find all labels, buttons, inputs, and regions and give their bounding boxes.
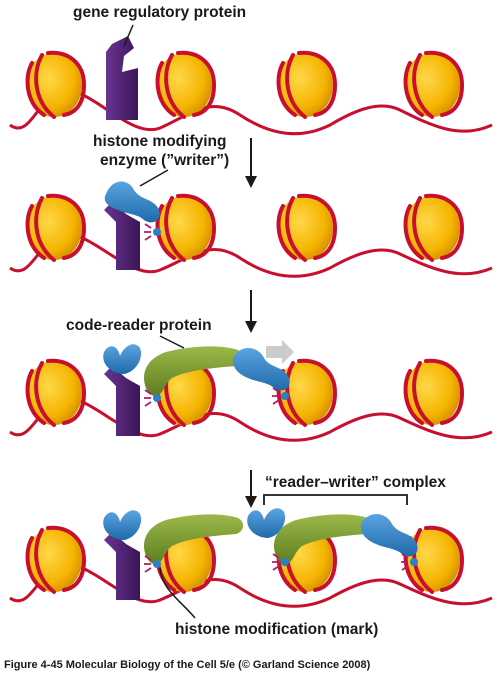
gene-regulatory-protein: [104, 532, 140, 600]
row-1: [9, 24, 493, 136]
nucleosome: [402, 358, 464, 427]
nucleosome: [275, 50, 337, 119]
label-histone-modification: histone modification (mark): [175, 621, 378, 638]
nucleosome: [24, 358, 86, 427]
histone-writer-enzyme: [360, 513, 418, 557]
label-writer-line2: enzyme (”writer”): [100, 152, 229, 169]
code-reader-protein: [144, 514, 244, 564]
nucleosome: [24, 50, 86, 119]
arrow-down-3: [245, 470, 257, 508]
spreading-arrow: [266, 340, 294, 364]
reader-blue-domain: [103, 344, 142, 374]
nucleosome: [275, 193, 337, 262]
arrow-down-1: [245, 138, 257, 188]
histone-writer-enzyme: [104, 181, 160, 223]
code-reader-protein: [144, 346, 244, 396]
label-writer-line1: histone modifying: [93, 133, 226, 150]
label-gene-regulatory-protein: gene regulatory protein: [73, 4, 246, 21]
nucleosome: [402, 50, 464, 119]
reader-blue-domain: [247, 508, 286, 538]
label-reader-writer-complex: “reader–writer” complex: [265, 474, 446, 491]
label-pointer: [159, 335, 185, 349]
row-3: [9, 335, 493, 442]
label-code-reader-protein: code-reader protein: [66, 317, 212, 334]
reader-blue-domain: [103, 510, 142, 540]
complex-bracket: [263, 494, 408, 505]
gene-regulatory-protein: [104, 366, 140, 436]
histone-writer-enzyme: [232, 347, 290, 391]
nucleosome: [24, 525, 86, 594]
nucleosome: [24, 193, 86, 262]
label-pointer: [139, 169, 169, 187]
nucleosome: [154, 193, 216, 262]
gene-regulatory-protein: [106, 36, 138, 120]
figure-caption: Figure 4-45 Molecular Biology of the Cel…: [4, 659, 371, 671]
gene-regulatory-protein: [104, 202, 140, 270]
nucleosome: [154, 50, 216, 119]
label-pointer: [123, 24, 134, 47]
nucleosome: [402, 193, 464, 262]
row-4: [9, 508, 493, 619]
code-reader-protein: [274, 514, 374, 564]
arrow-down-2: [245, 290, 257, 333]
row-2: [9, 169, 493, 278]
label-pointer: [159, 567, 196, 619]
